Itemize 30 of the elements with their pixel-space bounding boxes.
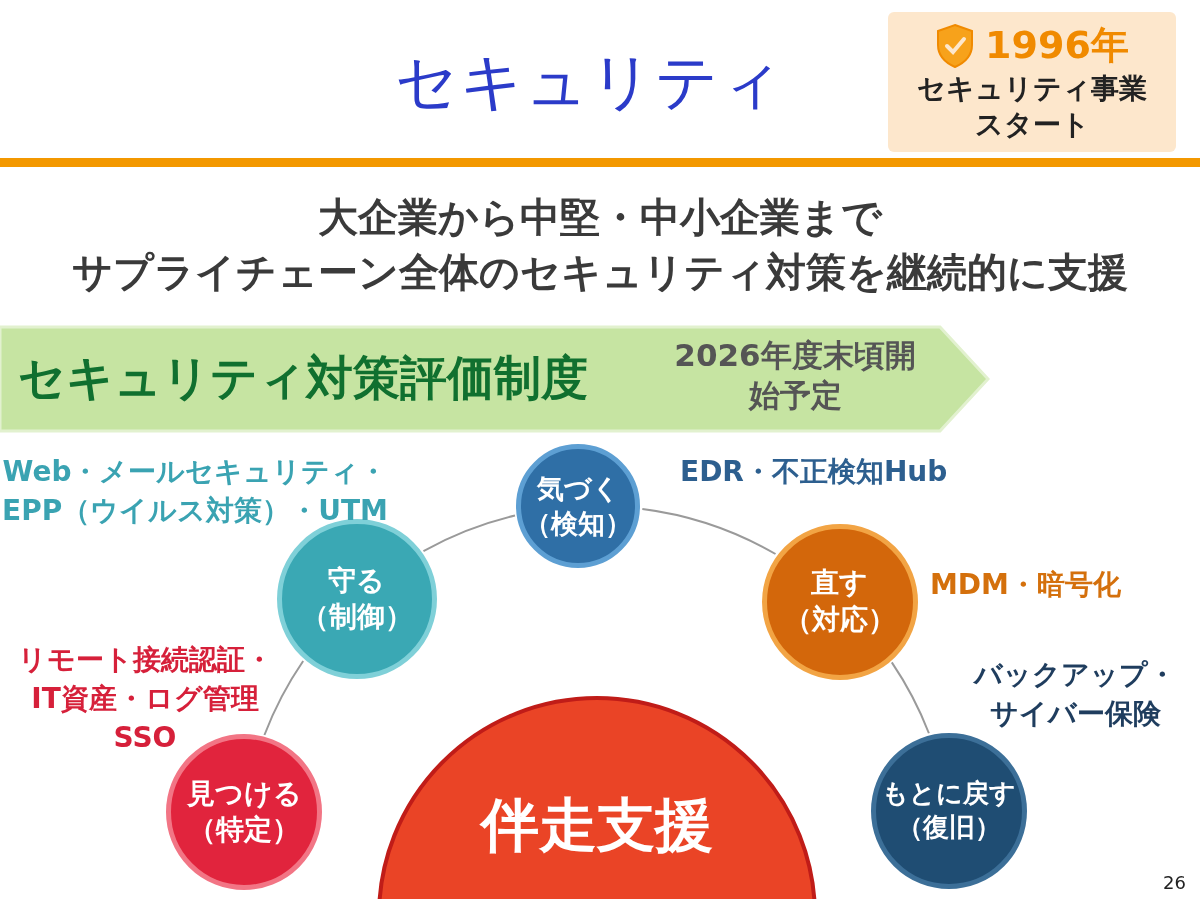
circle-label: 直す xyxy=(811,565,869,602)
circle-label: （対応） xyxy=(783,601,896,638)
circle-label: 伴走支援 xyxy=(481,790,713,861)
circle-label: （特定） xyxy=(188,812,301,849)
circle-label: （制御） xyxy=(300,599,413,636)
solution-note: EDR・不正検知Hub xyxy=(680,454,949,490)
headline: サプライチェーン全体のセキュリティ対策を継続的に支援 xyxy=(71,248,1129,297)
circle-label: 気づく xyxy=(536,472,620,507)
circle-label: もとに戻す xyxy=(882,776,1017,810)
arrow-banner xyxy=(0,325,990,433)
circle-label: （復旧） xyxy=(897,810,1002,844)
solution-note: Web・メールセキュリティ・EPP（ウイルス対策）・UTM xyxy=(1,454,389,530)
headline: 大企業から中堅・中小企業まで xyxy=(317,193,884,242)
info-badge xyxy=(888,12,1176,152)
page-number: 26 xyxy=(1163,872,1186,893)
banner-title: セキュリティ対策評価制度 xyxy=(18,349,588,407)
connector-arc xyxy=(890,661,930,735)
connector-arc xyxy=(422,514,516,553)
solution-note: バックアップ・サイバー保険 xyxy=(972,657,1177,733)
circle-label: （検知） xyxy=(524,507,633,542)
connector-arc xyxy=(263,660,305,736)
circle-label: 見つける xyxy=(186,776,302,813)
year-text: 1996年 xyxy=(985,22,1129,69)
badge-text: セキュリティ事業スタート xyxy=(916,71,1148,144)
banner-note: 2026年度末頃開始予定 xyxy=(673,336,917,416)
circle-label: 守る xyxy=(328,562,386,599)
connector-arc xyxy=(641,507,777,555)
solution-note: MDM・暗号化 xyxy=(930,567,1122,603)
solution-note: リモート接続認証・IT資産・ログ管理 SSO xyxy=(16,642,274,757)
page-title: セキュリティ xyxy=(394,44,786,120)
